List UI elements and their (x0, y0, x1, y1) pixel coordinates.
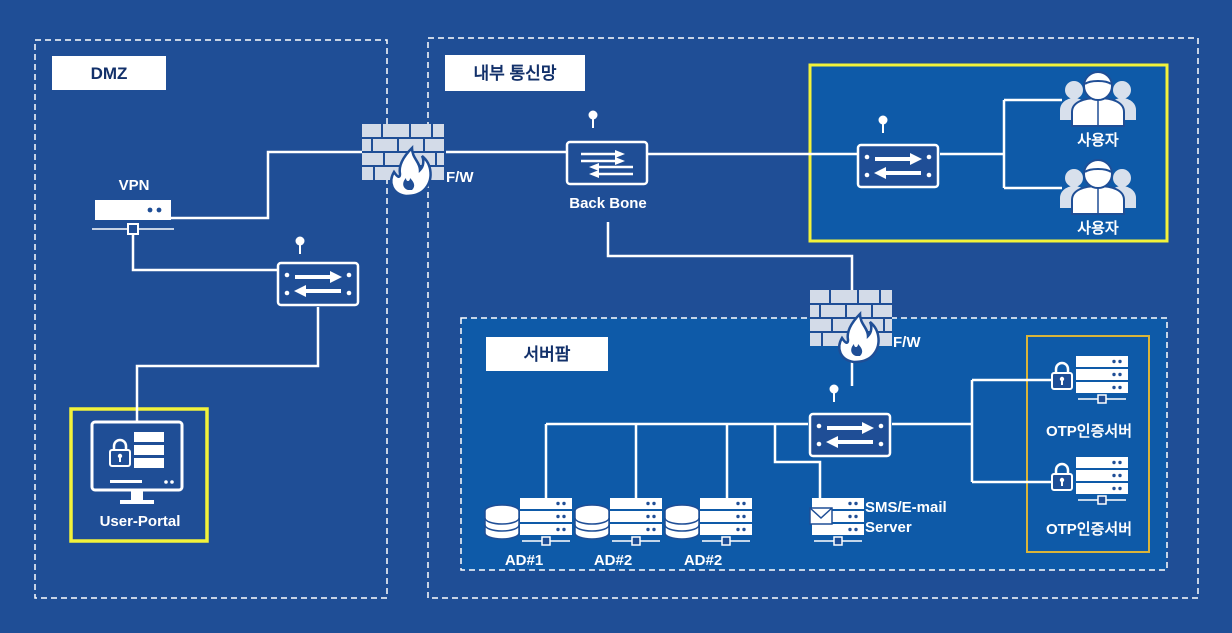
internal-zone (427, 37, 1199, 599)
sms-server-label-line2: Server (865, 519, 912, 536)
backbone-antenna (587, 109, 599, 129)
connection-lines (131, 98, 1062, 498)
user-portal-label: User-Portal (100, 513, 181, 530)
server-switch-icon (808, 412, 892, 458)
user-1-label: 사용자 (1077, 132, 1119, 149)
user-portal-monitor-icon (90, 420, 184, 504)
backbone-label: Back Bone (569, 195, 647, 212)
ad-2-label: AD#2 (594, 552, 632, 569)
ad-1-label: AD#1 (505, 552, 543, 569)
firewall-1-label: F/W (446, 169, 474, 186)
ad-1-db-icon (484, 504, 520, 540)
user-portal-highlight (69, 407, 209, 543)
sms-server-label-line1: SMS/E-mail (865, 499, 947, 516)
ad-2-db-icon (574, 504, 610, 540)
internal-label: 내부 통신망 (474, 64, 557, 83)
otp-group-border (1026, 335, 1150, 553)
dmz-switch-icon (276, 261, 360, 307)
otp-1-label: OTP인증서버 (1046, 422, 1132, 440)
firewall-2-label: F/W (893, 334, 921, 351)
dmz-label: DMZ (91, 64, 128, 83)
internal-tag (445, 55, 585, 91)
server-farm-label: 서버팜 (524, 345, 571, 364)
firewall-1-icon (360, 122, 446, 198)
ad-3-label: AD#2 (684, 552, 722, 569)
dmz-tag (52, 56, 166, 90)
user-switch-icon (856, 143, 940, 189)
server-farm-tag (486, 337, 608, 371)
dmz-switch-antenna (294, 235, 306, 255)
vpn-label: VPN (119, 177, 150, 194)
ad-3-db-icon (664, 504, 700, 540)
mail-envelope-icon (809, 507, 833, 525)
backbone-router-icon (565, 140, 649, 186)
otp-2-label: OTP인증서버 (1046, 520, 1132, 538)
user-2-label: 사용자 (1077, 220, 1119, 237)
vpn-device-icon (92, 200, 174, 235)
dmz-zone (34, 39, 388, 599)
